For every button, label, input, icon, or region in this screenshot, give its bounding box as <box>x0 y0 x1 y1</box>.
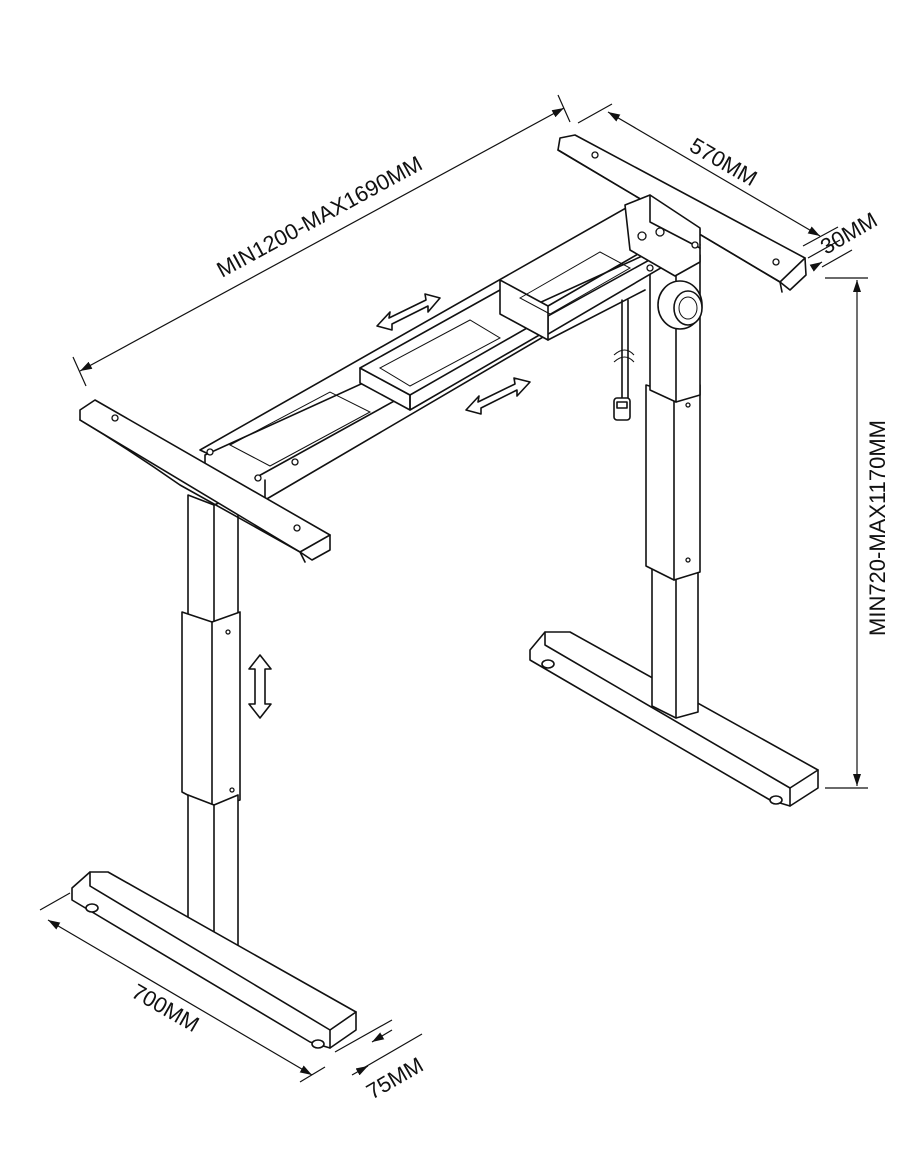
top-depth-dimension <box>577 103 839 247</box>
height-dimension <box>825 277 868 789</box>
foot-length-label: 700MM <box>128 979 204 1037</box>
foot-width-label: 75MM <box>362 1052 427 1104</box>
left-leg <box>71 494 357 1049</box>
top-thickness-dimension <box>807 239 853 272</box>
height-adjust-arrow <box>248 654 272 719</box>
crossbar-extend-arrow-lower <box>465 377 531 415</box>
height-range-label: MIN720-MAX1170MM <box>865 420 890 636</box>
foot-width-dimension <box>334 1019 423 1076</box>
top-depth-label: 570MM <box>686 133 762 191</box>
right-leg <box>529 254 819 807</box>
width-range-label: MIN1200-MAX1690MM <box>212 151 426 283</box>
foot-length-dimension <box>39 892 326 1083</box>
width-dimension <box>72 94 571 387</box>
left-top-bracket <box>79 399 331 563</box>
